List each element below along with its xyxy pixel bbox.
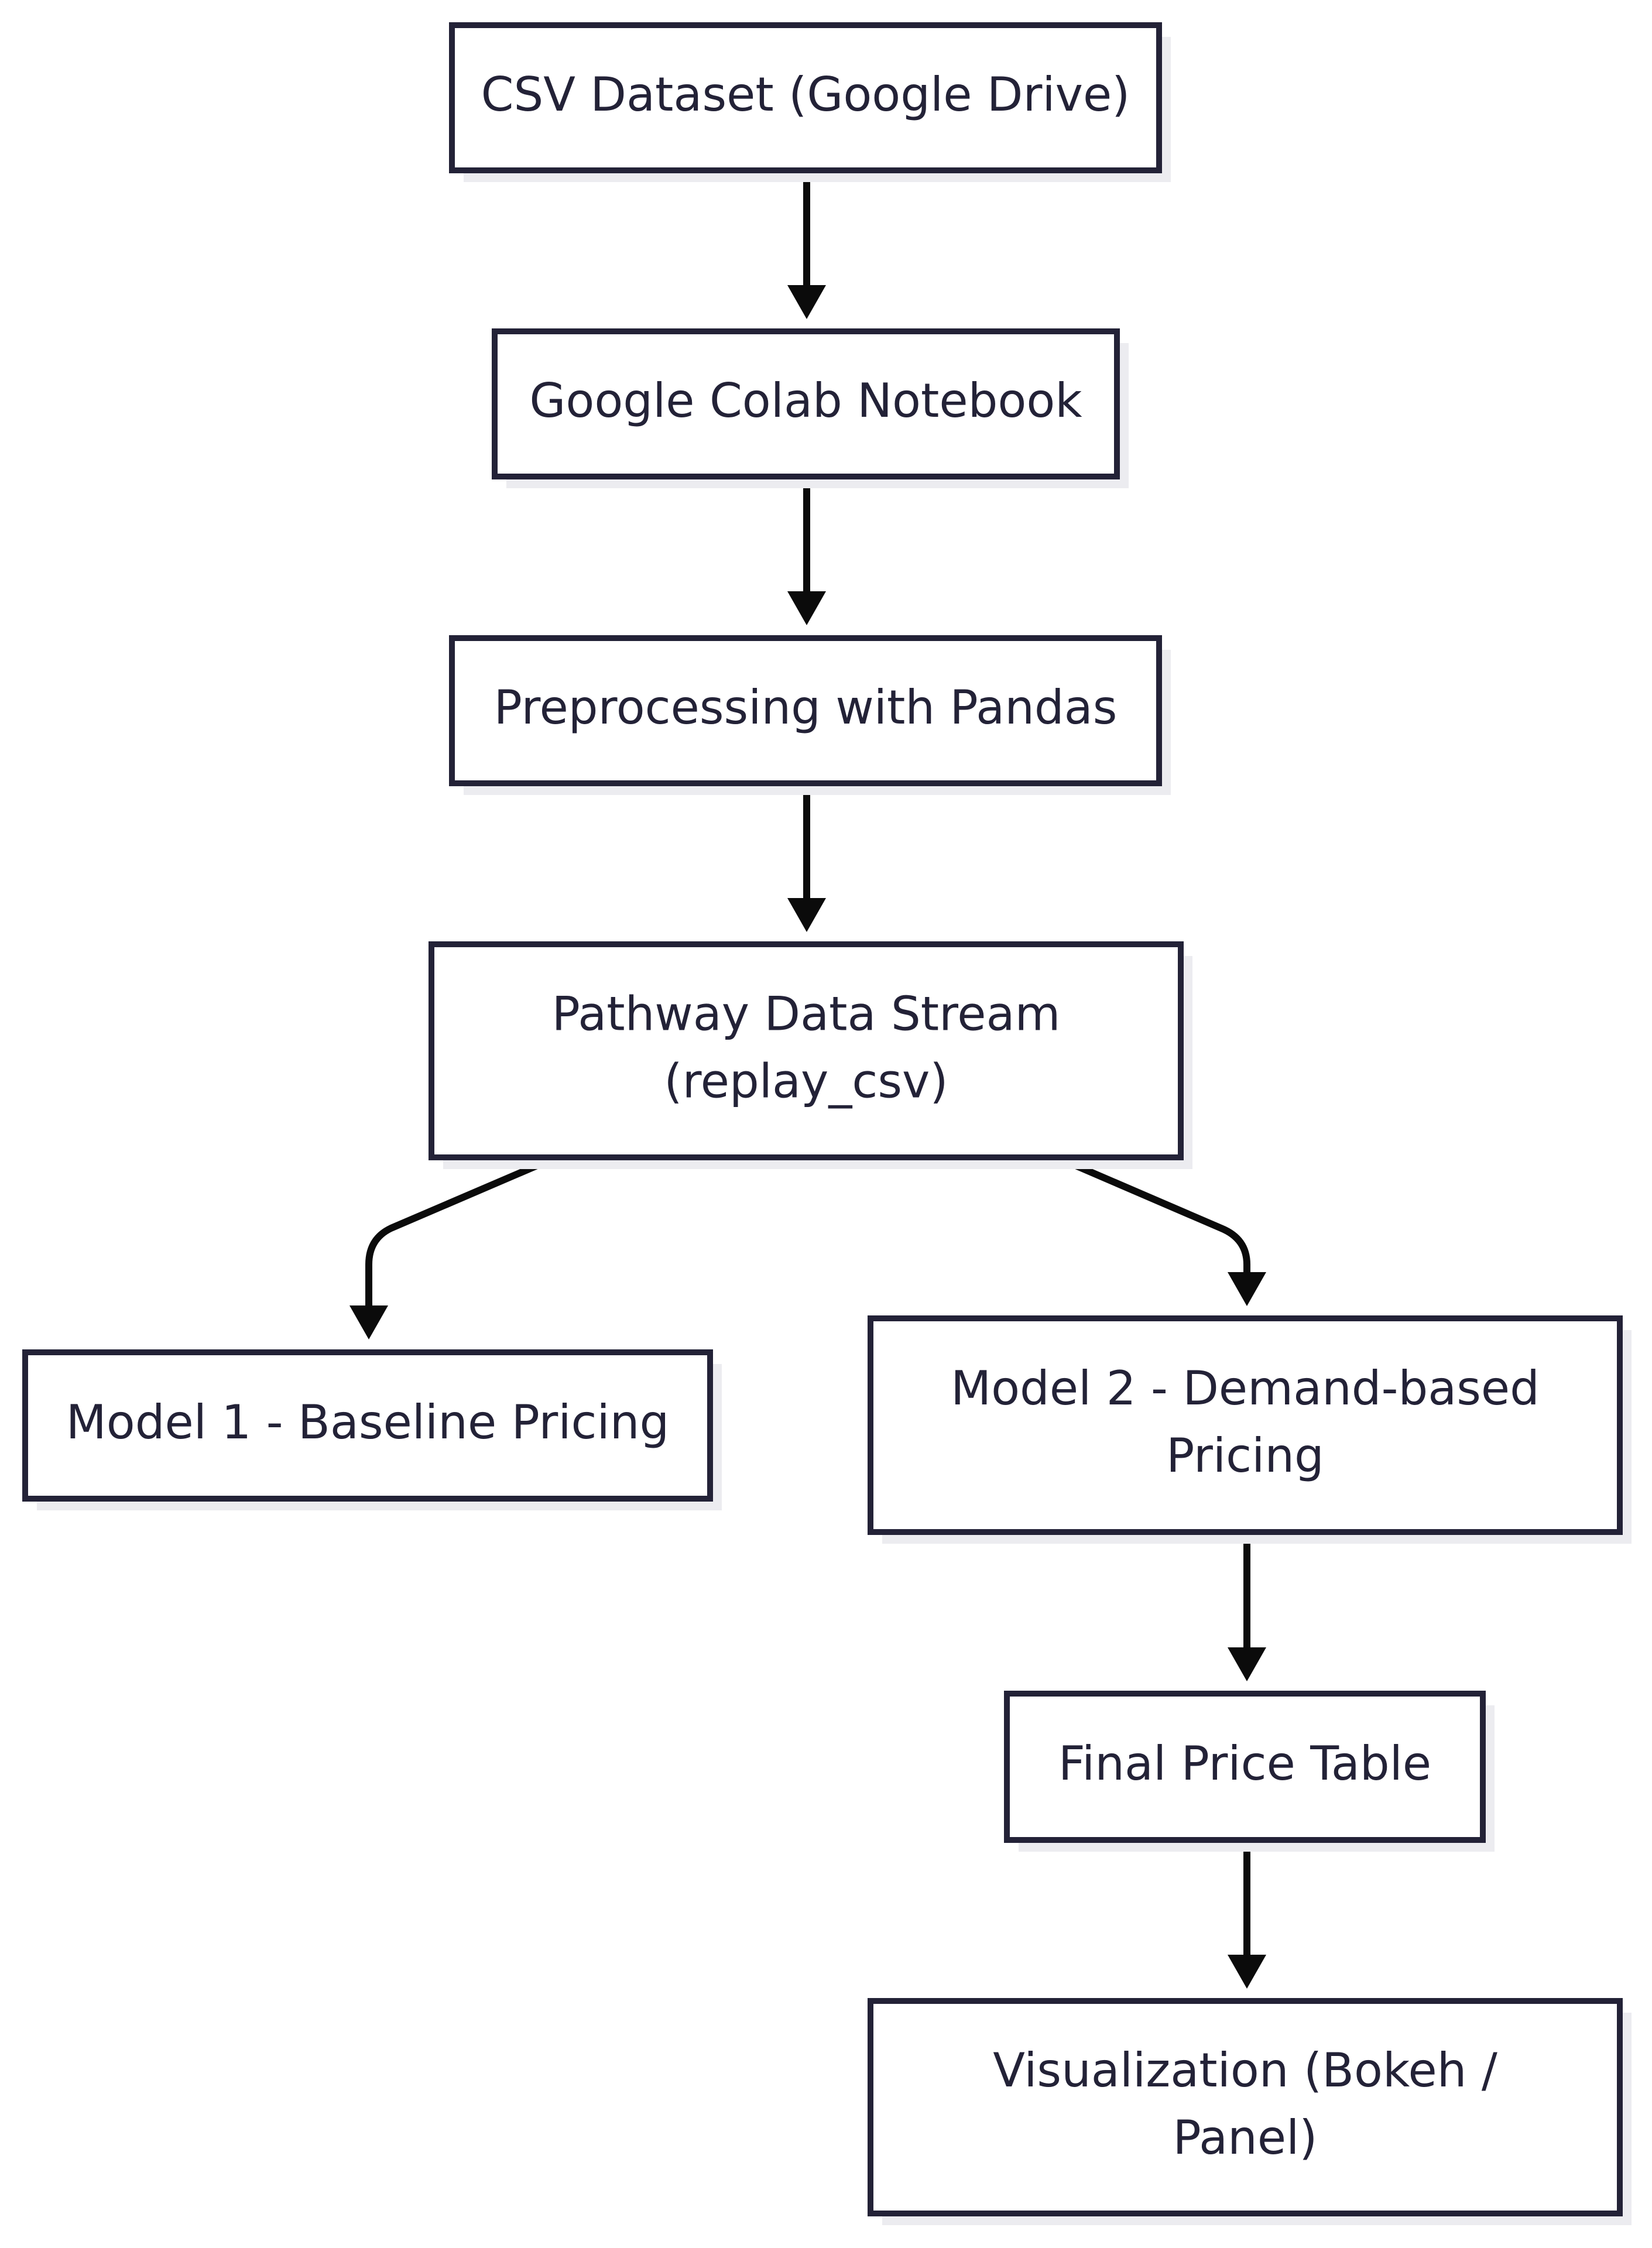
edge-line <box>365 1154 558 1307</box>
edge-line <box>1055 1154 1250 1274</box>
edge-pathway-to-model1 <box>349 1154 558 1339</box>
node-pathway: Pathway Data Stream (replay_csv) <box>429 941 1192 1169</box>
edges-layer <box>349 170 1266 1989</box>
node-csv: CSV Dataset (Google Drive) <box>449 22 1171 182</box>
node-label: Final Price Table <box>1058 1736 1431 1791</box>
edge-colab-to-preprocess <box>787 477 826 625</box>
node-box <box>492 328 1120 479</box>
node-viz: Visualization (Bokeh / Panel) <box>868 1998 1632 2225</box>
node-model1: Model 1 - Baseline Pricing <box>22 1349 722 1510</box>
node-box <box>429 941 1184 1160</box>
node-label: Model 2 - Demand-based <box>951 1361 1540 1416</box>
nodes-layer: CSV Dataset (Google Drive) Google Colab N… <box>22 22 1632 2225</box>
node-box <box>22 1349 713 1502</box>
node-label: Pathway Data Stream <box>552 986 1061 1041</box>
node-box <box>449 635 1162 786</box>
node-label: Model 1 - Baseline Pricing <box>66 1395 670 1449</box>
node-label: Visualization (Bokeh / <box>993 2043 1497 2098</box>
node-box <box>868 1315 1623 1535</box>
edge-final-to-viz <box>1228 1840 1266 1989</box>
edge-pathway-to-model2 <box>1055 1154 1266 1306</box>
node-label: (replay_csv) <box>664 1054 948 1108</box>
edge-model2-to-final <box>1228 1532 1266 1681</box>
arrowhead <box>787 898 826 932</box>
node-final: Final Price Table <box>1004 1691 1495 1852</box>
node-label: Preprocessing with Pandas <box>494 680 1118 735</box>
node-preprocess: Preprocessing with Pandas <box>449 635 1171 795</box>
node-box <box>1004 1691 1486 1843</box>
node-colab: Google Colab Notebook <box>492 328 1129 488</box>
node-label: Pricing <box>1166 1428 1324 1483</box>
node-label: CSV Dataset (Google Drive) <box>481 67 1130 122</box>
node-label: Panel) <box>1173 2110 1317 2165</box>
edge-preprocess-to-pathway <box>787 783 826 932</box>
arrowhead <box>1228 1272 1266 1306</box>
arrowhead <box>349 1305 388 1339</box>
arrowhead <box>1228 1955 1266 1989</box>
arrowhead <box>1228 1647 1266 1681</box>
node-box <box>868 1998 1623 2216</box>
arrowhead <box>787 591 826 625</box>
edge-csv-to-colab <box>787 170 826 319</box>
node-box <box>449 22 1162 173</box>
arrowhead <box>787 285 826 319</box>
node-label: Google Colab Notebook <box>529 373 1082 428</box>
